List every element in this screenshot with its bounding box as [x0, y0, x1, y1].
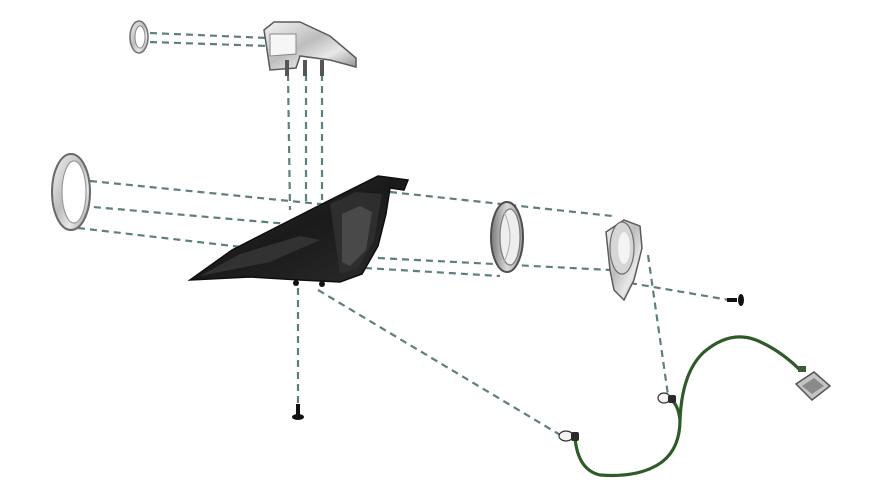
wire-harness — [573, 335, 802, 478]
upper-bracket-cap — [263, 21, 357, 76]
lens-ring — [490, 201, 524, 273]
leader-line — [69, 203, 301, 227]
main-housing — [187, 175, 410, 287]
leader-line — [89, 179, 331, 207]
leader-line — [629, 281, 736, 303]
harness-connector — [794, 366, 832, 401]
mounting-screw-right — [727, 294, 744, 306]
mounting-screw-bottom — [292, 404, 304, 420]
leader-line — [149, 31, 269, 40]
bulb-socket-right — [657, 392, 676, 404]
leader-line — [364, 266, 501, 278]
leader-line — [286, 73, 292, 211]
leader-line — [77, 226, 251, 250]
leader-lines — [69, 31, 736, 437]
leader-line — [317, 289, 563, 437]
large-bezel-ring — [51, 153, 91, 231]
bulb-socket-left — [558, 430, 579, 442]
leader-line — [646, 254, 670, 396]
leader-line — [377, 256, 611, 272]
lamp-reflector — [605, 219, 643, 302]
leader-line — [149, 40, 269, 48]
small-bezel-ring — [129, 20, 149, 54]
